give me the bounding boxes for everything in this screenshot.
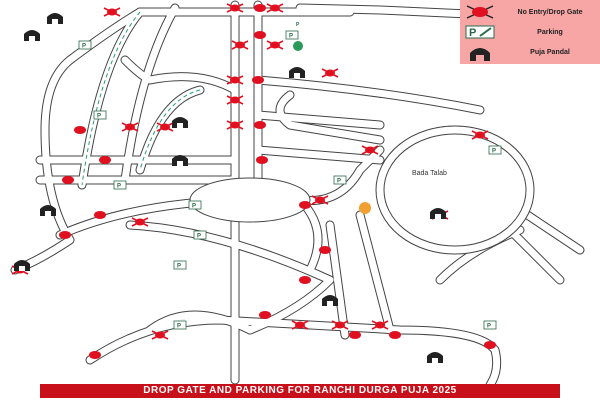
no-entry-gate-icon — [321, 68, 339, 78]
parking-icon — [173, 320, 187, 330]
parking-icon — [173, 260, 187, 270]
map-title: DROP GATE AND PARKING FOR RANCHI DURGA P… — [40, 384, 560, 398]
parking-label: P — [296, 22, 300, 28]
legend-label: Puja Pandal — [530, 48, 570, 56]
pandal-icon — [427, 352, 443, 363]
parking-icon — [488, 145, 502, 155]
pandal-icon — [293, 41, 303, 51]
parking-icon — [78, 40, 92, 50]
legend: No Entry/Drop Gate P Parking Puja Pandal — [460, 0, 600, 64]
no-entry-gate-icon — [266, 40, 284, 50]
parking-areas: P — [78, 22, 502, 330]
parking-icon: P — [460, 25, 500, 39]
parking-icon — [483, 320, 497, 330]
no-entry-gate-icon — [460, 5, 500, 19]
parking-icon — [285, 30, 299, 40]
central-oval — [189, 177, 311, 223]
pandal-icon — [460, 43, 500, 61]
legend-label: No Entry/Drop Gate — [517, 8, 583, 16]
parking-icon — [333, 175, 347, 185]
no-entry-gate-icon — [226, 75, 244, 85]
parking-icon — [93, 110, 107, 120]
pandal-icon — [24, 30, 40, 41]
parking-icon — [193, 230, 207, 240]
pandal-icon — [172, 117, 188, 128]
no-entry-gate-icon — [226, 95, 244, 105]
puja-pandals — [14, 13, 446, 363]
parking-icon — [113, 180, 127, 190]
svg-text:P: P — [469, 27, 476, 39]
bada-talab-label: Bada Talab — [412, 170, 447, 177]
no-entry-gate-icon — [226, 120, 244, 130]
pandal-icon — [47, 13, 63, 24]
no-entry-gate-icon — [151, 330, 169, 340]
pandal-icon — [359, 202, 371, 214]
no-entry-gate-icon — [103, 7, 121, 17]
pandal-icon — [289, 67, 305, 78]
parking-icon — [188, 200, 202, 210]
legend-item-pandal: Puja Pandal — [460, 42, 600, 62]
city-map: P — [10, 0, 600, 386]
legend-label: Parking — [537, 28, 563, 36]
legend-item-no-entry: No Entry/Drop Gate — [460, 2, 600, 22]
legend-item-parking: P Parking — [460, 22, 600, 42]
